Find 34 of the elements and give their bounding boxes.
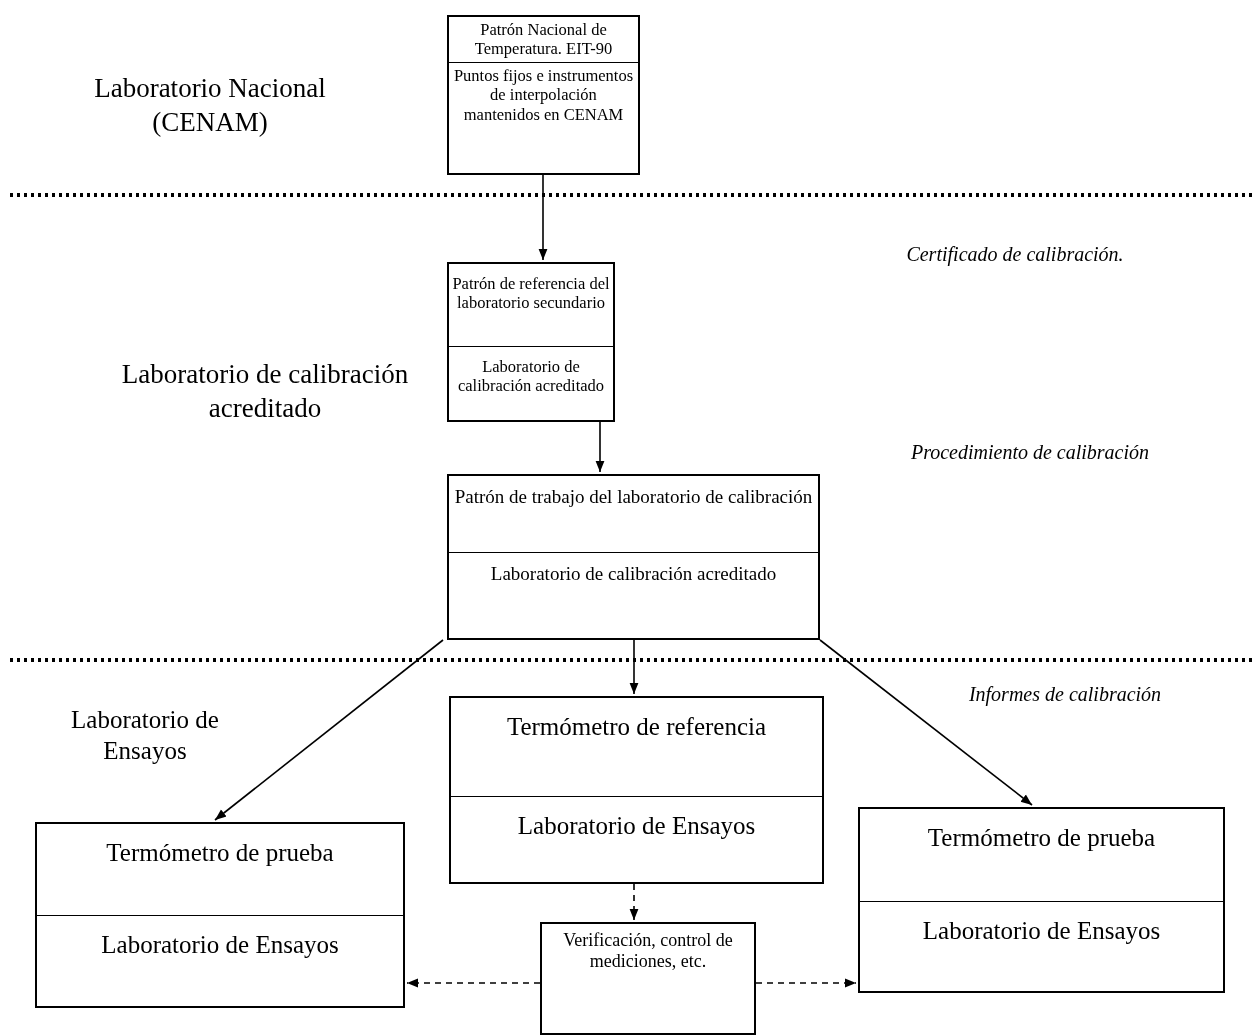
- edge-note: Procedimiento de calibración: [909, 440, 1151, 465]
- box-heading: Termómetro de prueba: [106, 838, 334, 868]
- process-box: [35, 822, 405, 1008]
- process-box: [447, 15, 640, 175]
- arrow: [595, 421, 605, 473]
- process-box: [540, 922, 756, 1035]
- box-text: Laboratorio de calibración acreditado: [456, 357, 606, 396]
- box-heading: Patrón de trabajo del laboratorio de calibración: [454, 486, 813, 509]
- box-heading: Patrón de referencia del laboratorio secundario: [452, 274, 610, 313]
- level-label: Laboratorio de calibración acreditado: [120, 358, 410, 425]
- box-heading: Patrón Nacional de Temperatura. EIT-90: [473, 20, 614, 59]
- arrow: [755, 978, 857, 988]
- edge-note: Certificado de calibración.: [905, 242, 1125, 267]
- arrow: [538, 174, 548, 261]
- arrow: [406, 978, 541, 988]
- arrow: [214, 639, 444, 821]
- box-heading: Termómetro de referencia: [506, 712, 767, 742]
- box-text: Laboratorio de Ensayos: [101, 930, 339, 960]
- process-box: [447, 262, 615, 422]
- process-box: [858, 807, 1225, 993]
- arrow: [819, 639, 1033, 806]
- box-heading: Termómetro de prueba: [927, 823, 1156, 853]
- process-box: [449, 696, 824, 884]
- process-box: [447, 474, 820, 640]
- box-text: Puntos fijos e instrumentos de interpolación mantenidos en CENAM: [452, 66, 635, 125]
- edge-note: Informes de calibración: [967, 682, 1163, 707]
- box-text: Laboratorio de Ensayos: [922, 916, 1161, 946]
- arrow: [629, 883, 639, 921]
- arrow: [629, 639, 639, 695]
- box-heading: Verificación, control de mediciones, etc.: [562, 930, 734, 973]
- level-label: Laboratorio Nacional (CENAM): [93, 72, 327, 139]
- box-text: Laboratorio de Ensayos: [517, 811, 756, 841]
- level-label: Laboratorio de Ensayos: [70, 705, 220, 767]
- box-text: Laboratorio de calibración acreditado: [490, 563, 777, 586]
